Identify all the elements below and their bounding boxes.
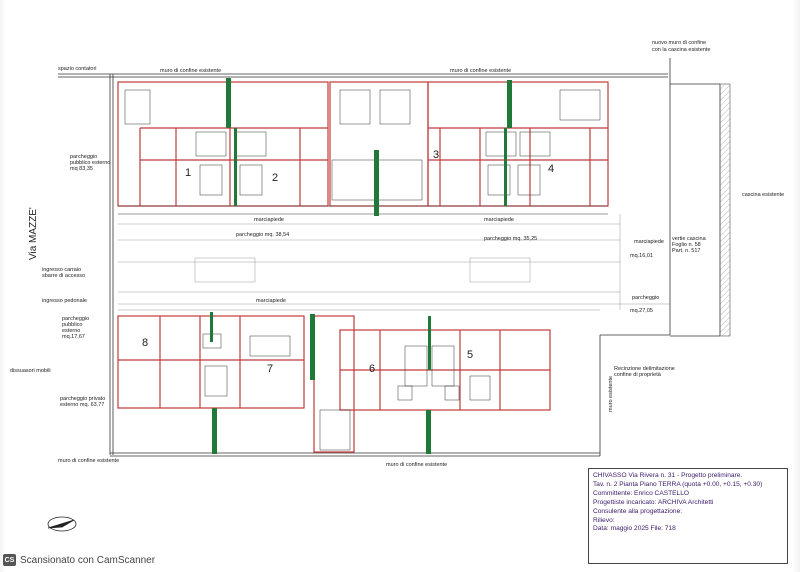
muro-bottom-mid-label: muro di confine esistente (386, 462, 447, 468)
vertice-label-3: Part. n. 517 (672, 248, 700, 254)
top-building-details (118, 89, 608, 215)
muro-confine-top-right-label: muro di confine esistente (450, 68, 511, 74)
nuovo-muro-label: nuovo muro di confine (652, 40, 706, 46)
muro-esistente-vertical-label: muro esistente (608, 376, 614, 412)
parch-pubb-bottom-label-4: mq.17,67 (62, 334, 85, 340)
unit-numbers: 1 2 3 4 5 6 7 8 (142, 149, 554, 375)
marciapiede-top-label-2: marciapiede (484, 217, 514, 223)
parcheggio-pubblico-label-3: mq 83,35 (70, 166, 93, 172)
muro-bottom-left-label: muro di confine esistente (58, 458, 119, 464)
title-block-line-7: Data: maggio 2025 File: 718 (593, 525, 676, 533)
muro-confine-top-left-label: muro di confine esistente (160, 68, 221, 74)
title-block-line-4: Progettiste incaricato: ARCHIVA Architet… (593, 498, 714, 506)
cascina-area (719, 83, 731, 337)
nuovo-muro-label-2: con la cascina esistente (652, 47, 710, 53)
parch-priv-label-2: esterno mq. 63,77 (60, 402, 104, 408)
title-block-line-6: Rilievo: (593, 516, 615, 524)
parking-lines (118, 214, 670, 311)
parcheggio-pubblico-label-2: pubblico esterno (70, 160, 110, 166)
title-block-line-2: Tav. n. 2 Pianta Piano TERRA (quota +0.0… (593, 480, 763, 488)
recinzione-label-2: confine di proprietà (614, 372, 662, 378)
parch-priv-label-1: parcheggio privato (60, 396, 105, 402)
recinzione-label-1: Recinzione delimitazione (614, 366, 675, 372)
site-boundary (58, 58, 721, 457)
north-arrow-icon (47, 516, 77, 532)
unit-8: 8 (142, 337, 148, 349)
unit-1: 1 (185, 167, 191, 179)
title-block: CHIVASSO Via Rivera n. 31 - Progetto pre… (588, 468, 788, 564)
via-mazze-label: Via MAZZE' (28, 207, 39, 260)
unit-3: 3 (433, 149, 439, 161)
spazio-contatori-label: spazio contatori (58, 66, 97, 72)
vertice-label-1: vertie cascina (672, 236, 707, 242)
ingresso-carraio-label-2: sbarre di accesso (42, 273, 85, 279)
parcheggio-2705-label-2: mq.27,05 (630, 308, 653, 314)
parch-pubb-bottom-label-3: esterno (62, 328, 80, 334)
unit-2: 2 (272, 172, 278, 184)
mq-1601-label: mq.16,01 (630, 253, 653, 259)
title-block-line-1: CHIVASSO Via Rivera n. 31 - Progetto pre… (593, 472, 743, 479)
title-block-line-5: Consulente alla progettazione: (593, 507, 683, 515)
bottom-building-walls (117, 315, 551, 453)
unit-4: 4 (548, 163, 554, 175)
unit-7: 7 (267, 363, 273, 375)
ingresso-pedonale-label: ingresso pedonale (42, 298, 87, 304)
bottom-green-walls (210, 312, 431, 454)
unit-6: 6 (369, 363, 375, 375)
parch-pubb-bottom-label-1: parcheggio (62, 316, 89, 322)
title-block-line-3: Committente: Enrico CASTELLO (593, 489, 690, 497)
top-building-walls (117, 81, 609, 207)
camscanner-watermark: CS Scansionato con CamScanner (3, 553, 155, 567)
parcheggio-3854-label: parcheggio mq. 38,54 (236, 232, 289, 238)
vertice-label-2: Foglio n. 58 (672, 242, 701, 248)
marciapiede-mid-label: marciapiede (256, 298, 286, 304)
bottom-building-details (202, 333, 491, 451)
parcheggio-2705-label-1: parcheggio (632, 295, 659, 301)
parch-pubb-bottom-label-2: pubblico (62, 322, 83, 328)
camscanner-logo-icon: CS (3, 554, 16, 566)
camscanner-text: Scansionato con CamScanner (20, 554, 156, 566)
parcheggio-pubblico-label-1: parcheggio (70, 154, 97, 160)
ingresso-carraio-label-1: ingresso carraio (42, 267, 81, 273)
unit-5: 5 (467, 349, 473, 361)
cascina-label: cascina esistente (742, 192, 784, 198)
top-green-walls (226, 78, 512, 216)
dissuasori-label: dissuasori mobili (10, 368, 51, 374)
marciapiede-small-label: marciapiede (634, 239, 664, 245)
marciapiede-top-label: marciapiede (254, 217, 284, 223)
parcheggio-3525-label: parcheggio mq. 35,25 (484, 236, 537, 242)
